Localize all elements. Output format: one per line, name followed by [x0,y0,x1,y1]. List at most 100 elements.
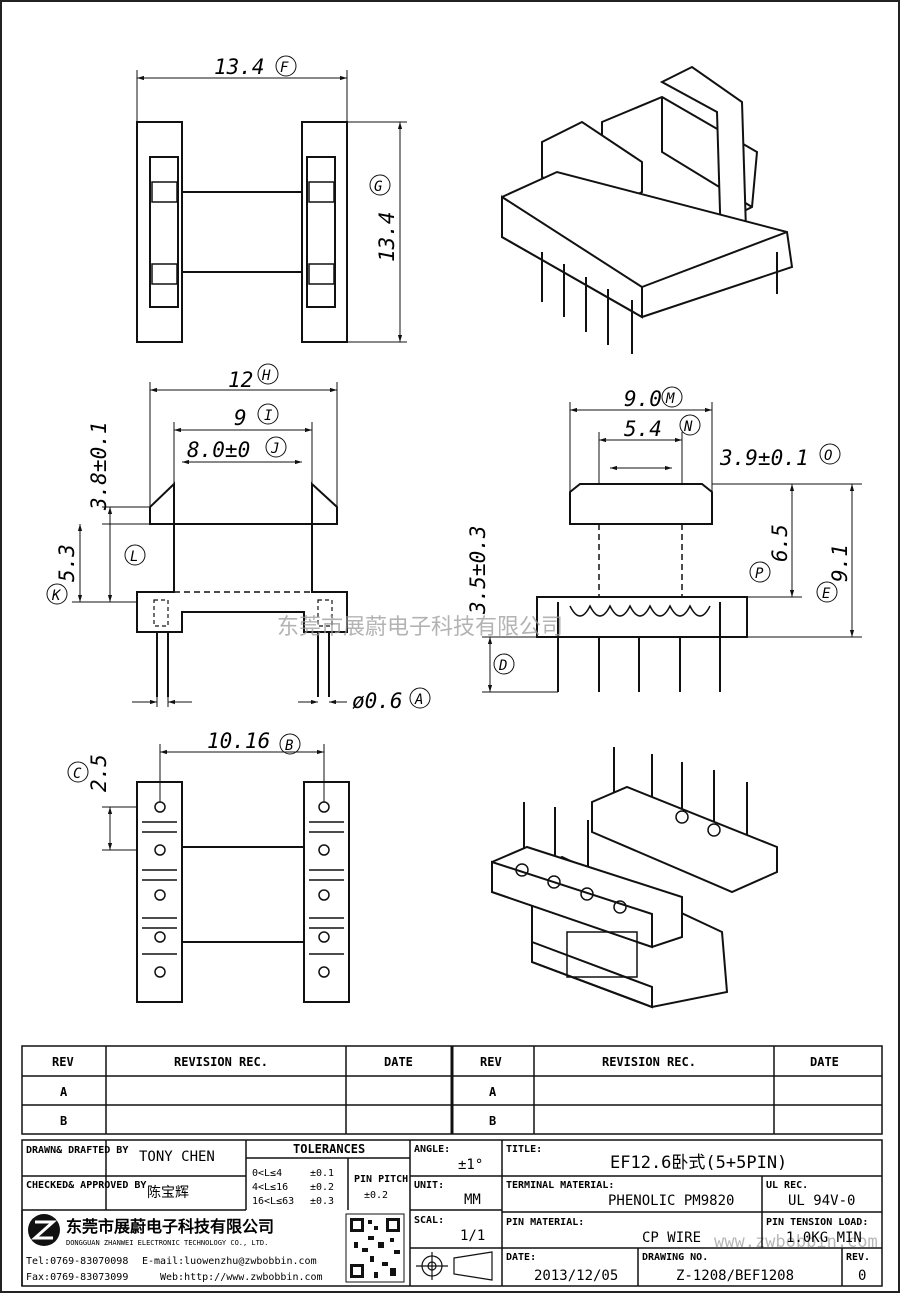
rev-row-b-left: B [60,1114,67,1128]
dim-F [136,70,348,122]
dim-E-value: 9.1 [828,544,852,582]
drawing-no-label: DRAWING NO. [642,1252,708,1263]
angle-value: ±1° [458,1157,483,1173]
watermark-url: www.zwbobbin.com [714,1232,878,1252]
tol-value-2: ±0.2 [310,1182,334,1193]
dim-C-marker [67,761,89,783]
scale-value: 1/1 [460,1228,485,1244]
dim-P-marker [749,561,771,583]
dim-O-value: 3.9±0.1 [719,446,809,470]
tol-range-2: 4<L≤16 [252,1182,288,1193]
dim-H-value: 12 [228,368,253,392]
company-tel: Tel:0769-83070098 [26,1256,128,1267]
dim-N-value: 5.4 [624,417,662,441]
dim-G-marker [369,174,391,196]
terminal-value: PHENOLIC PM9820 [608,1193,734,1209]
tension-label: PIN TENSION LOAD: [766,1217,868,1228]
dim-A-marker [409,687,431,709]
pin-pitch-value: ±0.2 [364,1190,388,1201]
company-email: E-mail:luowenzhu@zwbobbin.com [142,1256,317,1267]
dim-E-letter: E [822,586,831,602]
company-fax: Fax:0769-83073099 [26,1272,128,1283]
pin-material-label: PIN MATERIAL: [506,1217,584,1228]
terminal-label: TERMINAL MATERIAL: [506,1180,614,1191]
dim-L-value: 3.8±0.1 [87,421,111,511]
tension-value: 1.0KG MIN [786,1230,862,1246]
dim-J-value: 8.0±0 [187,438,250,462]
title-value: EF12.6卧式(5+5PIN) [610,1153,787,1173]
company-name-cn: 东莞市展蔚电子科技有限公司 [66,1217,274,1236]
dim-M-marker [661,386,683,408]
dim-B-marker [279,733,301,755]
dim-K-letter: K [51,588,62,604]
rev-row-b-right: B [489,1114,496,1128]
dim-J-marker [265,436,287,458]
dim-O-letter: O [824,448,832,464]
ul-label: UL REC. [766,1180,808,1191]
dim-K-value: 5.3 [55,544,79,582]
dim-L-marker [124,544,146,566]
dim-I-value: 9 [234,406,247,430]
revision-header-1: REVISION REC. [174,1055,268,1069]
dim-F-marker [275,55,297,77]
rev-row-a-left: A [60,1085,68,1099]
tol-range-1: 0<L≤4 [252,1168,282,1179]
revision-table [21,1045,883,1135]
dim-C-letter: C [73,766,82,782]
checked-label: CHECKED& APPROVED BY [26,1180,146,1191]
tol-range-3: 16<L≤63 [252,1196,294,1207]
dim-B-letter: B [285,738,293,754]
date-value: 2013/12/05 [534,1268,618,1284]
dim-G [347,121,407,343]
date-header-1: DATE [384,1055,413,1069]
side-view [536,483,748,692]
dim-F-value: 13.4 [214,55,265,79]
revision-header-2: REVISION REC. [602,1055,696,1069]
rev-row-a-right: A [489,1085,497,1099]
dim-K-marker [46,583,68,605]
dim-P-letter: P [755,566,764,582]
rev-header-2: REV [480,1055,502,1069]
dim-C-value: 2.5 [87,754,111,792]
dim-E-marker [816,581,838,603]
bottom-view-dims [102,744,325,851]
drawing-no-value: Z-1208/BEF1208 [676,1268,794,1284]
dim-H-marker [257,363,279,385]
isometric-view-top [501,65,794,354]
company-web: Web:http://www.zwbobbin.com [160,1272,323,1283]
rev-header-1: REV [52,1055,74,1069]
dim-G-letter: G [374,179,383,195]
title-label: TITLE: [506,1144,542,1155]
angle-label: ANGLE: [414,1144,450,1155]
projection-symbol-icon [416,1251,493,1281]
dim-I-marker [257,403,279,425]
dim-M-letter: M [665,391,675,407]
unit-label: UNIT: [414,1180,444,1191]
dim-H-letter: H [261,368,271,384]
rev-label: REV. [846,1252,870,1263]
company-logo-icon [28,1214,60,1246]
dim-F-letter: F [280,60,289,76]
dim-A-value: ø0.6 [352,689,403,713]
dim-D-letter: D [498,658,507,674]
dim-D-marker [493,653,515,675]
dim-A-letter: A [414,692,423,708]
rev-value: 0 [858,1268,866,1284]
dim-D-value: 3.5±0.3 [466,525,490,615]
watermark-text: 东莞市展蔚电子科技有限公司 [277,615,563,640]
drawn-value: TONY CHEN [139,1149,215,1165]
dim-N-letter: N [683,419,693,435]
pin-pitch-label: PIN PITCH [354,1174,408,1185]
qr-code-icon [345,1213,405,1283]
dim-O-marker [819,443,841,465]
scale-label: SCAL: [414,1215,444,1226]
dim-I-letter: I [264,408,273,424]
company-name-en: DONGGUAN ZHANWEI ELECTRONIC TECHNOLOGY C… [66,1239,268,1247]
drawn-label: DRAWN& DRAFTED BY [26,1145,128,1156]
ul-value: UL 94V-0 [788,1193,855,1209]
bottom-view [136,781,350,1003]
isometric-view-bottom [491,747,778,1009]
pin-material-value: CP WIRE [642,1230,701,1246]
title-block [21,1139,883,1287]
